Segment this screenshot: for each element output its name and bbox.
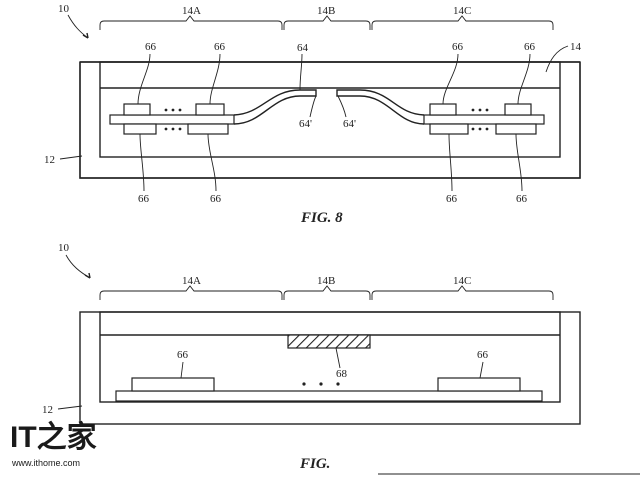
brace-14b <box>283 15 371 30</box>
board-b <box>115 390 543 402</box>
brace-14a-b <box>99 285 283 300</box>
component-66-left-bottom-1 <box>123 123 157 135</box>
figure-8: 10 14A 14B 14C 14 12 <box>44 3 582 226</box>
brace-14a <box>99 15 283 30</box>
component-66-b-left <box>131 377 215 392</box>
label-device-10-b: 10 <box>58 242 70 254</box>
label-14: 14 <box>570 41 582 53</box>
label-12-b: 12 <box>42 404 53 416</box>
housing-frame-b <box>79 311 581 425</box>
label-66-h: 66 <box>516 193 528 205</box>
component-66-right-bottom-1 <box>429 123 469 135</box>
label-14a-b: 14A <box>182 275 201 287</box>
label-64: 64 <box>297 42 309 54</box>
leader-68 <box>335 347 341 369</box>
label-64-prime-left: 64' <box>299 118 312 130</box>
label-68: 68 <box>336 368 348 380</box>
caption-fig-8: FIG. 8 <box>300 210 343 226</box>
label-64-prime-right: 64' <box>343 118 356 130</box>
label-device-10: 10 <box>58 3 70 15</box>
leader-12 <box>59 155 83 160</box>
leader-10 <box>67 14 89 39</box>
label-14c-b: 14C <box>453 275 471 287</box>
brace-14b-b <box>283 285 371 300</box>
label-14b: 14B <box>317 5 335 17</box>
label-12: 12 <box>44 154 55 166</box>
arrow-10 <box>82 32 89 39</box>
label-14a: 14A <box>182 5 201 17</box>
leader-12-b <box>57 405 83 410</box>
component-66-left-top-1 <box>123 103 151 116</box>
label-66-a: 66 <box>145 41 157 53</box>
leader-14 <box>545 45 569 73</box>
component-66-right-top-1 <box>429 103 457 116</box>
flex-64-left <box>233 89 317 125</box>
label-66-g: 66 <box>446 193 458 205</box>
component-66-right-top-2 <box>504 103 532 116</box>
component-66-left-top-2 <box>195 103 225 116</box>
leader-64-prime-right <box>337 95 347 118</box>
label-14c: 14C <box>453 5 471 17</box>
label-66-b-left: 66 <box>177 349 189 361</box>
label-66-f: 66 <box>210 193 222 205</box>
arrow-10-b <box>84 272 91 279</box>
component-66-b-right <box>437 377 521 392</box>
watermark-logo: IT之家 <box>10 420 97 454</box>
housing-cavity <box>99 61 561 158</box>
component-66-right-bottom-2 <box>495 123 537 135</box>
board-right <box>423 114 545 125</box>
component-66-left-bottom-2 <box>187 123 229 135</box>
leader-10-b <box>65 254 91 279</box>
brace-14c <box>371 15 554 30</box>
housing-cavity-b <box>99 311 561 403</box>
label-66-d: 66 <box>524 41 536 53</box>
caption-fig-bottom: FIG. <box>299 456 330 472</box>
brace-14c-b <box>371 285 554 300</box>
label-66-e: 66 <box>138 193 150 205</box>
board-left <box>109 114 235 125</box>
label-66-b: 66 <box>214 41 226 53</box>
label-66-c: 66 <box>452 41 464 53</box>
watermark-url: www.ithome.com <box>11 458 80 468</box>
label-14b-b: 14B <box>317 275 335 287</box>
leader-64-prime-left <box>309 95 317 118</box>
figure-bottom: 10 14A 14B 14C 68 66 66 12 FIG. <box>42 242 640 475</box>
watermark: IT之家 www.ithome.com <box>10 420 97 468</box>
pad-68 <box>287 334 371 349</box>
label-66-b-right: 66 <box>477 349 489 361</box>
leader-64 <box>299 53 303 91</box>
flex-64-right <box>336 89 425 125</box>
